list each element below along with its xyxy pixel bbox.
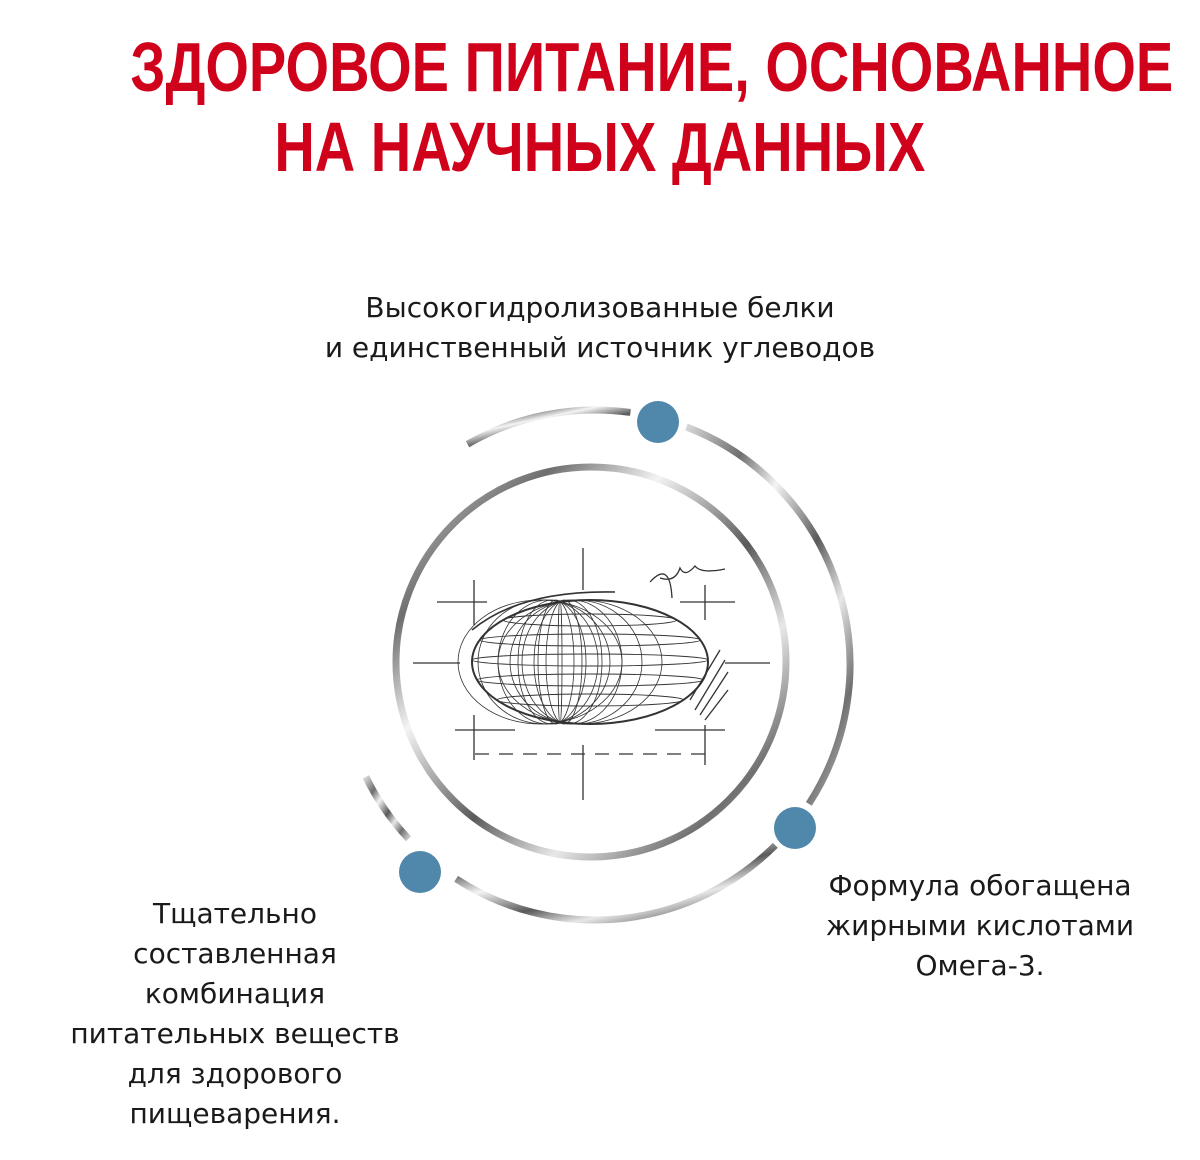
feature-caption-nutrients: Тщательно составленная комбинация питате…: [70, 897, 400, 1130]
sketch-meridian: [521, 599, 623, 725]
feature-dot-top: [637, 401, 679, 443]
feature-dot-left: [399, 851, 441, 893]
feature-caption-omega3: Формула обогащена жирными кислотами Омег…: [825, 869, 1135, 982]
page-title-line-1: ЗДОРОВОЕ ПИТАНИЕ, ОСНОВАННОЕ: [130, 28, 1174, 106]
sketch-latitude: [471, 653, 709, 667]
sketch-latitude: [476, 673, 704, 687]
sketch-latitude: [479, 633, 701, 647]
kibble-sketch-icon: [413, 548, 770, 800]
page-title-line-2: НА НАУЧНЫХ ДАННЫХ: [274, 108, 926, 186]
outer-arc-segment: [454, 842, 778, 924]
sketch-meridian: [537, 599, 575, 725]
outer-ring-arcs: [362, 406, 854, 924]
sketch-meridian: [497, 599, 663, 725]
feature-caption-proteins: Высокогидролизованные белки и единственн…: [324, 291, 876, 364]
outer-arc-segment: [685, 423, 854, 806]
outer-arc-segment: [465, 406, 631, 448]
sketch-meridian: [557, 599, 563, 725]
inner-ring: [392, 463, 790, 861]
sketch-meridian: [517, 599, 587, 725]
feature-dot-right: [774, 807, 816, 849]
outer-arc-segment: [362, 775, 412, 842]
